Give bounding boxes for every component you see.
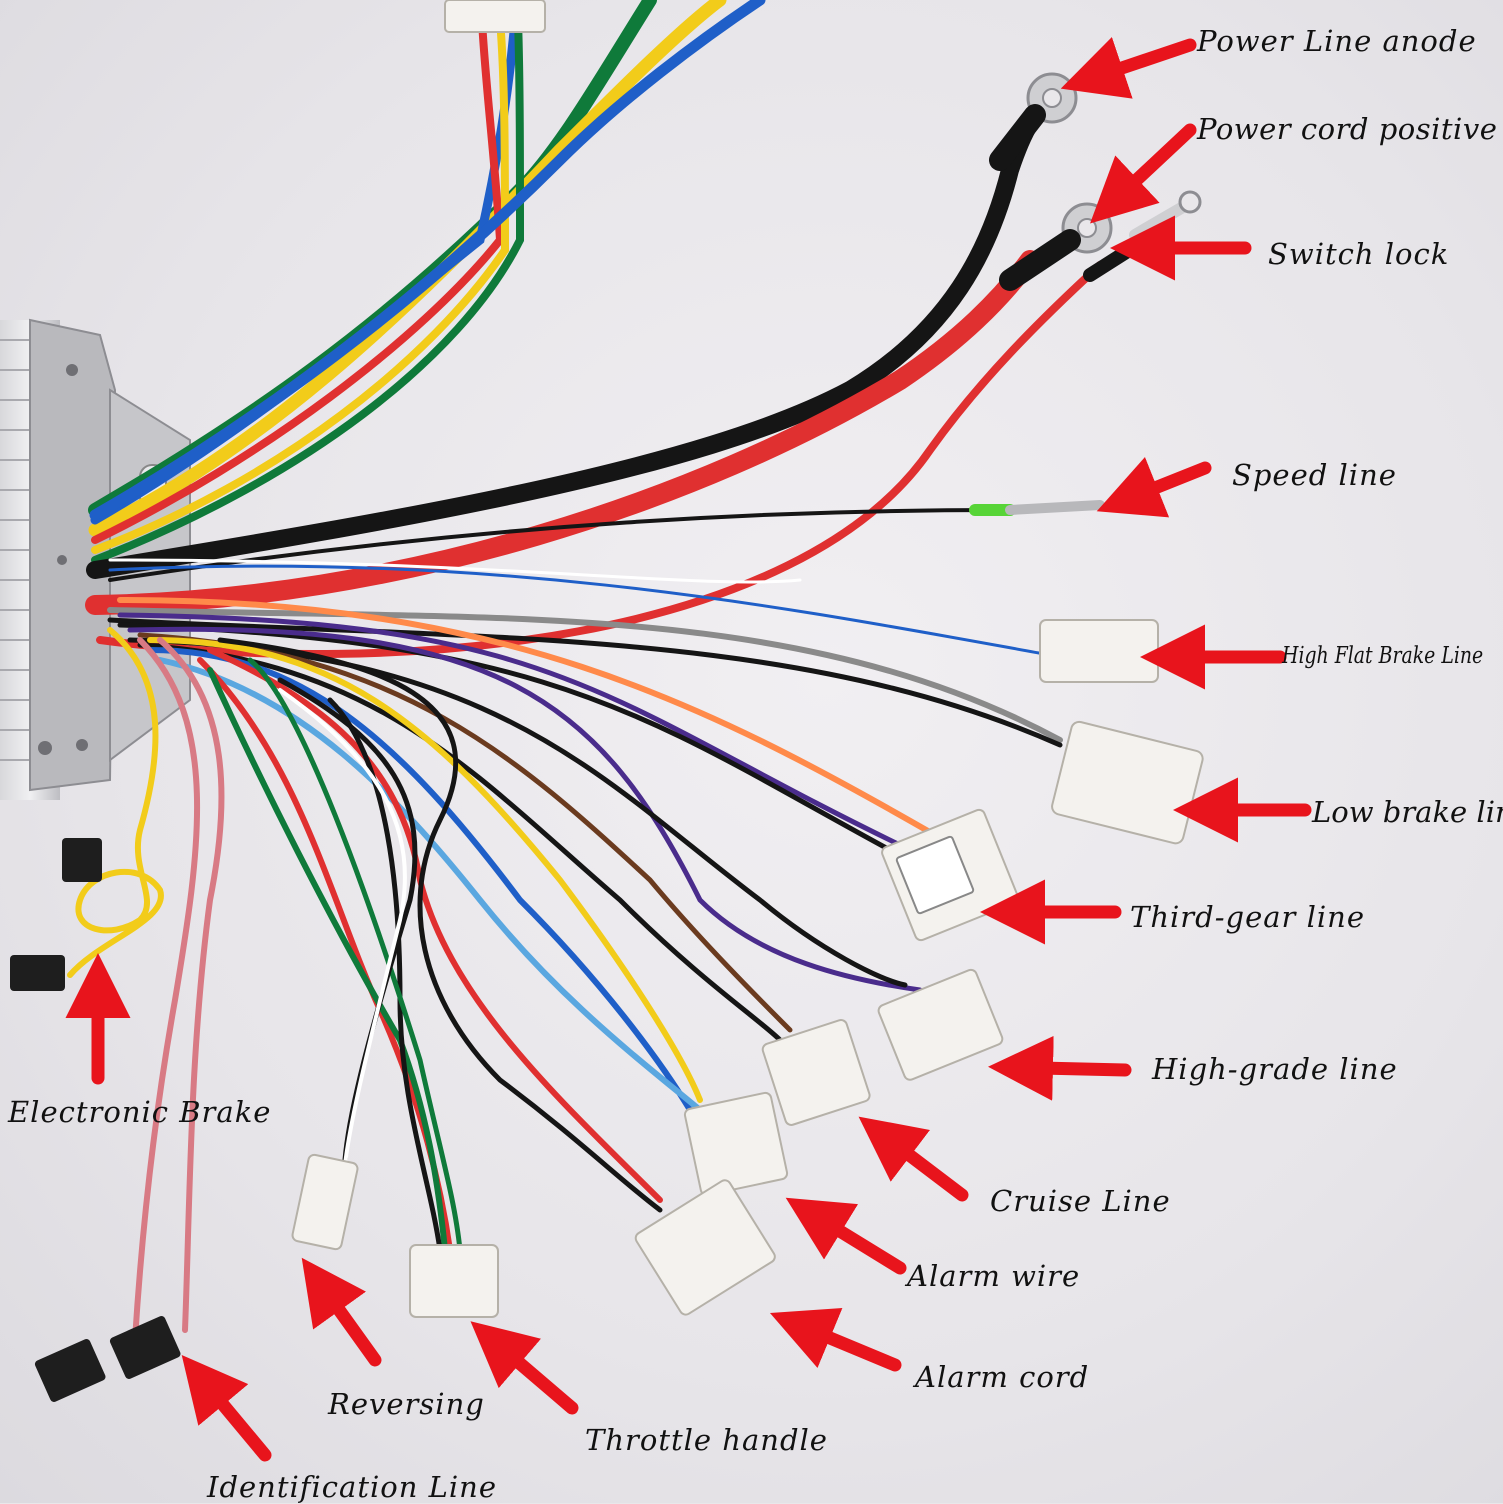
high-flat-brake-connector <box>1039 619 1159 683</box>
arrow-high-grade-line <box>988 1035 1132 1101</box>
arrow-power-cord-positive <box>1090 123 1197 224</box>
label-high-grade-line: High-grade line <box>1152 1052 1398 1086</box>
label-high-flat-brake-line: High Flat Brake Line <box>1282 643 1484 669</box>
label-alarm-cord: Alarm cord <box>915 1360 1090 1394</box>
wire-harness <box>67 0 1104 1343</box>
label-speed-line: Speed line <box>1232 458 1397 492</box>
arrow-alarm-cord <box>769 1307 902 1372</box>
label-alarm-wire: Alarm wire <box>907 1259 1081 1293</box>
low-brake-connector <box>1051 720 1204 845</box>
black-connectors <box>10 838 181 1402</box>
arrow-throttle-handle <box>470 1321 579 1415</box>
reversing-connector <box>291 1153 359 1251</box>
arrow-cruise-line <box>858 1116 969 1202</box>
alarm-wire-connector <box>683 1091 789 1197</box>
label-power-line-anode: Power Line anode <box>1197 24 1477 58</box>
connectors <box>291 0 1204 1318</box>
label-power-cord-positive: Power cord positive <box>1197 112 1498 146</box>
identification-connector-2 <box>109 1315 181 1379</box>
electronic-brake-connector <box>10 955 65 991</box>
arrow-power-line-anode <box>1060 37 1197 99</box>
connector-sticker <box>895 835 975 915</box>
arrow-alarm-wire <box>785 1197 907 1275</box>
label-switch-lock: Switch lock <box>1268 237 1450 271</box>
label-throttle-handle: Throttle handle <box>585 1423 828 1457</box>
red-arrows <box>65 37 1312 1462</box>
label-cruise-line: Cruise Line <box>990 1184 1171 1218</box>
arrow-speed-line <box>1096 456 1212 518</box>
cruise-connector <box>761 1019 871 1126</box>
arrow-reversing <box>301 1257 382 1367</box>
throttle-connector <box>409 1244 499 1318</box>
label-reversing: Reversing <box>328 1387 485 1421</box>
arrow-identification-line <box>181 1355 272 1462</box>
identification-connector-1 <box>34 1338 106 1402</box>
label-identification-line: Identification Line <box>207 1470 497 1504</box>
label-third-gear-line: Third-gear line <box>1130 900 1366 934</box>
top-connector <box>444 0 546 33</box>
label-low-brake-line: Low brake line <box>1312 795 1503 829</box>
high-grade-connector <box>877 968 1004 1081</box>
label-electronic-brake: Electronic Brake <box>8 1095 272 1129</box>
alarm-cord-connector <box>634 1179 776 1316</box>
